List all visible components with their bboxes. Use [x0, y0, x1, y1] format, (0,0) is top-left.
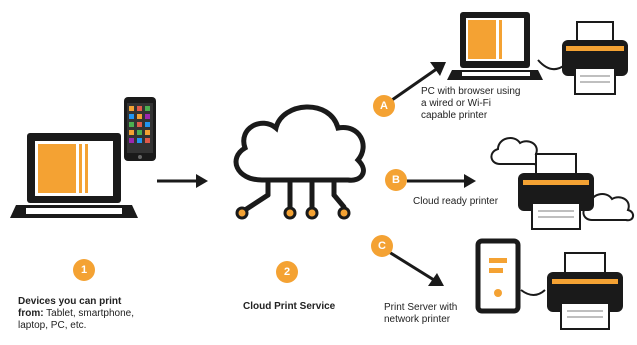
cloud-icon	[490, 137, 542, 166]
option-c-badge: C	[371, 235, 393, 257]
option-a-line1: PC with browser using	[421, 86, 521, 97]
step-1-line3: laptop, PC, etc.	[18, 320, 87, 331]
step-1-prefix: from:	[18, 308, 44, 319]
step-2-title: Cloud Print Service	[243, 301, 336, 312]
option-a-label: PC with browser using a wired or Wi-Fi c…	[421, 86, 561, 122]
printer-icon	[518, 153, 594, 230]
step-2-badge: 2	[276, 261, 298, 283]
option-c-line2: network printer	[384, 314, 451, 325]
option-a-badge: A	[373, 95, 395, 117]
option-c-label: Print Server with network printer	[384, 302, 504, 326]
step-1-line2: from: Tablet, smartphone,	[18, 308, 178, 320]
smartphone-icon	[124, 97, 156, 161]
arrow-icon	[157, 174, 208, 188]
cloud-network-icon	[233, 104, 366, 220]
server-icon	[475, 238, 521, 314]
laptop-icon	[447, 12, 543, 80]
option-b-label: Cloud ready printer	[413, 196, 499, 207]
option-c-line1: Print Server with	[384, 302, 458, 313]
arrow-c	[388, 250, 444, 286]
option-a-line3: capable printer	[421, 110, 488, 121]
laptop-icon	[10, 133, 138, 218]
arrow-b	[407, 174, 476, 188]
printer-icon	[562, 21, 628, 95]
printer-icon	[547, 252, 623, 330]
option-b-badge: B	[385, 169, 407, 191]
step-1-title: Devices you can print	[18, 296, 122, 307]
step-1-label: Devices you can print from: Tablet, smar…	[18, 296, 178, 332]
option-a-line2: a wired or Wi-Fi	[421, 98, 492, 109]
step-1-badge: 1	[73, 259, 95, 281]
step-1-devices: Tablet, smartphone,	[43, 308, 134, 319]
arrow-a	[391, 62, 446, 102]
